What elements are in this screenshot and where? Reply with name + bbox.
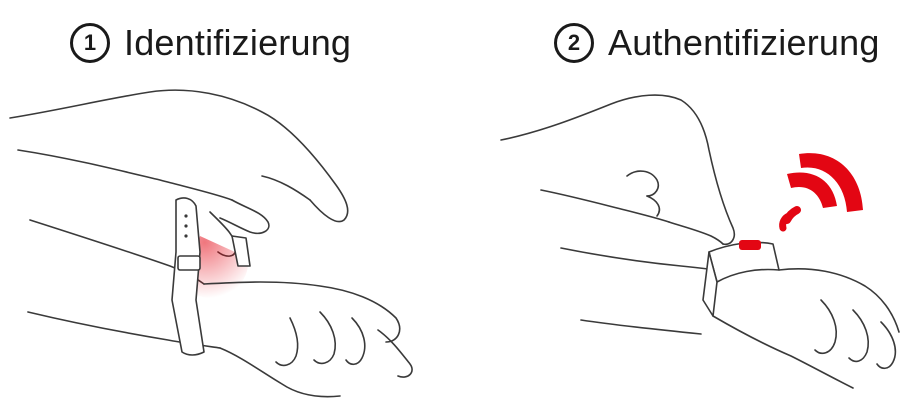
step-panel-identification: 1 Identifizierung [0, 0, 461, 398]
step-panel-authentication: 2 Authentifizierung [461, 0, 922, 398]
step-header-1: 1 Identifizierung [70, 22, 351, 64]
step-header-2: 2 Authentifizierung [554, 22, 880, 64]
step-number-badge: 1 [70, 23, 110, 63]
step-number-badge: 2 [554, 23, 594, 63]
wireless-signal-icon [783, 153, 863, 228]
step-title: Authentifizierung [608, 22, 880, 64]
step-title: Identifizierung [124, 22, 351, 64]
